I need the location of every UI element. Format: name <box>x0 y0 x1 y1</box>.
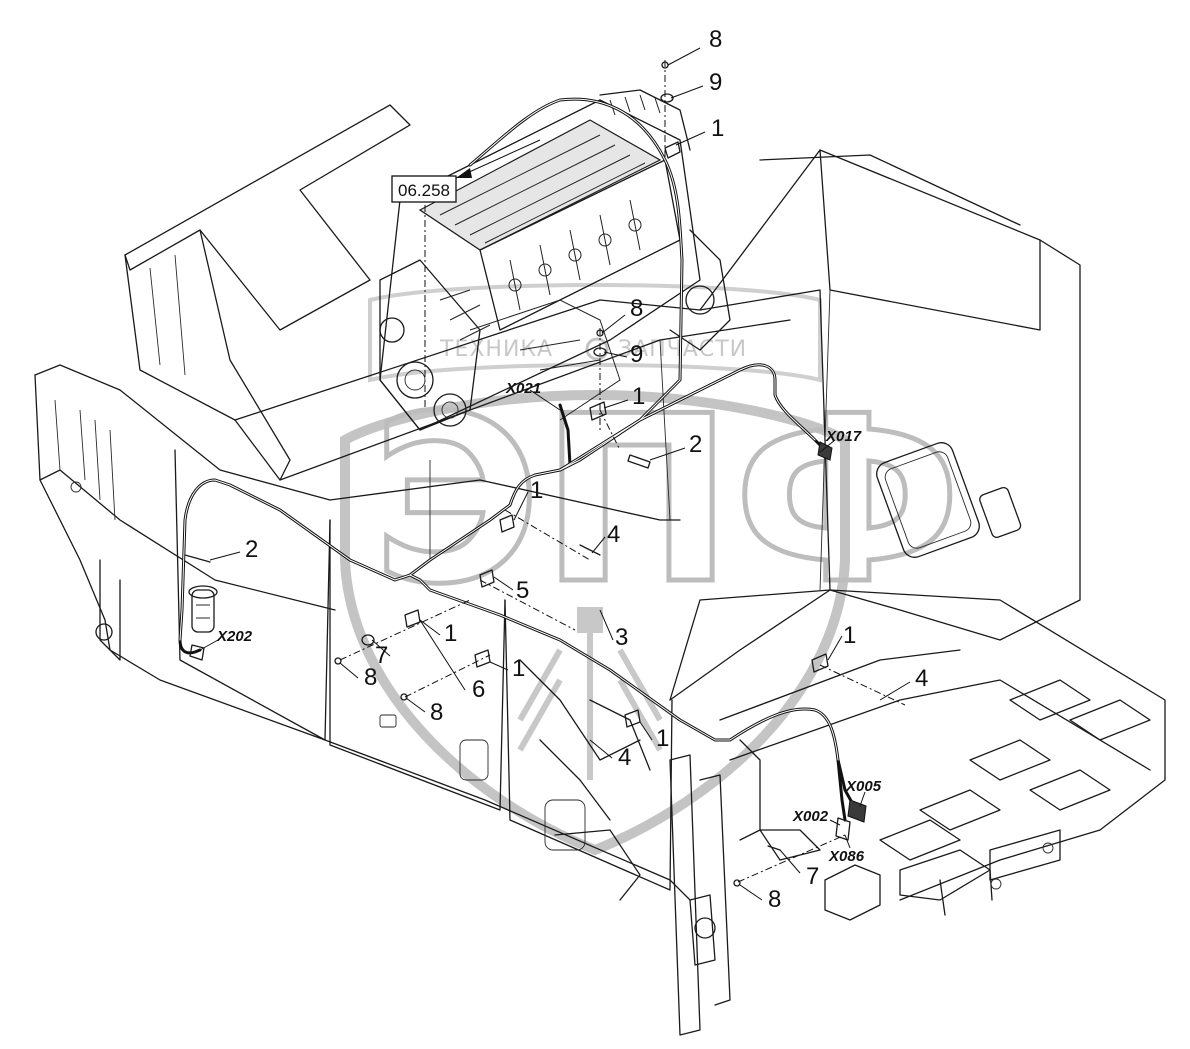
watermark: ТЕХНИКА ЗАПЧАСТИ ЭПФ <box>340 283 964 856</box>
callout-4-bottom: 4 <box>618 744 631 771</box>
gear-icon <box>585 337 609 361</box>
connector-x005-plug <box>847 799 867 823</box>
callout-leaders <box>199 47 911 901</box>
callout-8-top: 8 <box>709 26 722 53</box>
reference-label: 06.258 <box>398 181 450 200</box>
callout-7-bottom: 7 <box>806 863 819 890</box>
callout-9-mid: 9 <box>630 341 643 368</box>
filter-component <box>188 585 218 633</box>
reference-box[interactable]: 06.258 <box>391 139 541 203</box>
callout-4-center: 4 <box>607 521 620 548</box>
arrow-head-icon <box>456 168 472 178</box>
machine-frame <box>34 104 1166 1036</box>
connector-label-x002: X002 <box>792 808 829 825</box>
callout-9-top: 9 <box>709 69 722 96</box>
callout-1-bottom: 1 <box>656 725 669 752</box>
wiring-harness <box>178 97 867 841</box>
watermark-text-left: ТЕХНИКА <box>439 337 553 362</box>
callout-8-lower: 8 <box>430 699 443 726</box>
callout-2-left: 2 <box>245 536 258 563</box>
connector-label-x086: X086 <box>828 848 865 865</box>
connector-label-x005: X005 <box>845 778 882 795</box>
callout-1-right: 1 <box>843 622 856 649</box>
connector-label-x017: X017 <box>825 428 862 445</box>
connector-label-x202: X202 <box>216 628 253 645</box>
callout-8-left: 8 <box>364 664 377 691</box>
callout-1-lower: 1 <box>444 620 457 647</box>
callout-numbers: 8 9 1 8 9 1 2 1 4 2 5 3 1 7 8 1 6 8 1 4 … <box>245 26 928 913</box>
connector-x202-plug <box>189 644 205 661</box>
callout-1-low: 1 <box>512 655 525 682</box>
fasteners <box>184 61 829 887</box>
callout-1-mid: 1 <box>632 383 645 410</box>
connector-label-x021: X021 <box>505 380 541 397</box>
center-lines <box>339 60 906 883</box>
callout-7-left: 7 <box>375 642 388 669</box>
connector-labels: X021 X017 X202 X005 X002 X086 <box>216 380 882 865</box>
connector-x086-plug <box>835 817 851 841</box>
callout-5: 5 <box>516 577 529 604</box>
callout-8-mid: 8 <box>630 295 643 322</box>
callout-4-right: 4 <box>915 665 928 692</box>
callout-3: 3 <box>615 624 628 651</box>
callout-8-bottom: 8 <box>768 886 781 913</box>
callout-1-top: 1 <box>711 115 724 142</box>
callout-1-center: 1 <box>530 477 543 504</box>
wheat-icon <box>517 607 663 780</box>
callout-6: 6 <box>472 676 485 703</box>
callout-2-right: 2 <box>689 431 702 458</box>
